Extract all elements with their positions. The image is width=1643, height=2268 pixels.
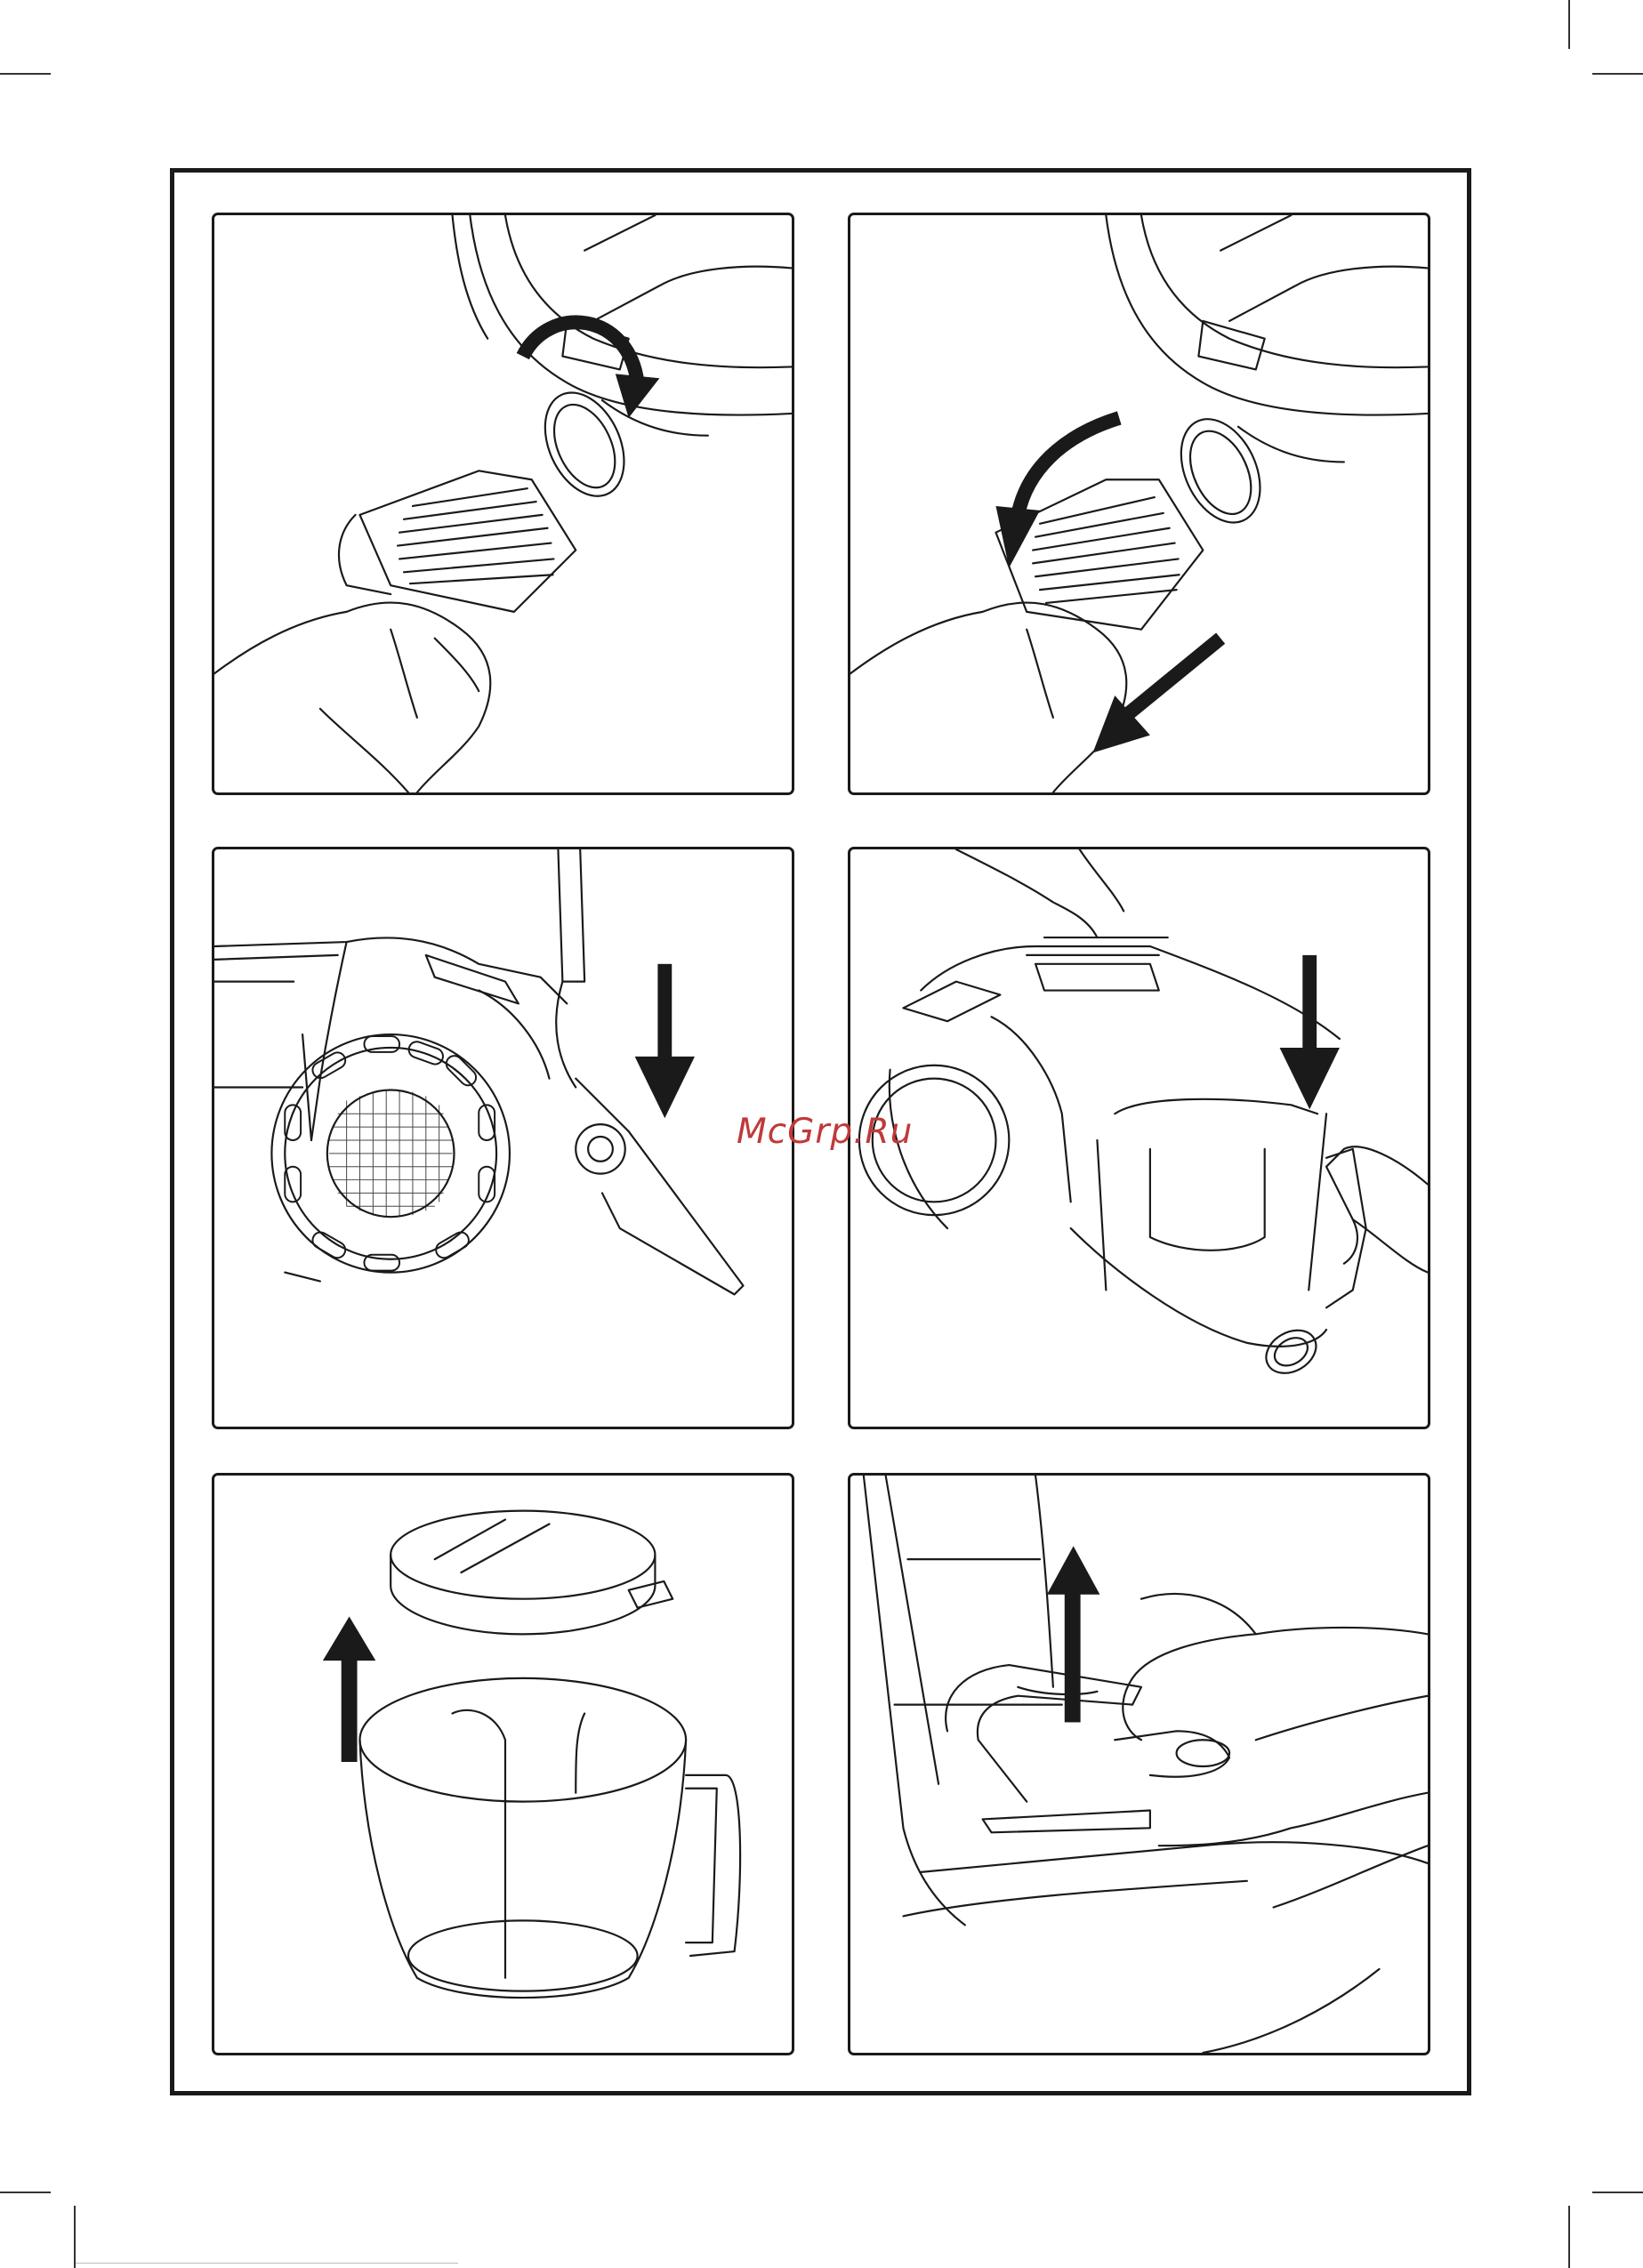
panel-step-3 bbox=[212, 847, 794, 1429]
release-dust-container-icon bbox=[850, 849, 1428, 1427]
crop-mark bbox=[1568, 2206, 1570, 2268]
panel-step-5 bbox=[212, 1473, 794, 2055]
remove-filter-up-icon bbox=[850, 1476, 1428, 2053]
crop-mark bbox=[76, 2263, 458, 2264]
hose-rotate-clockwise-icon bbox=[214, 215, 792, 792]
vacuum-tube-park-down-icon bbox=[214, 849, 792, 1427]
panel-step-6 bbox=[848, 1473, 1430, 2055]
crop-mark bbox=[0, 2192, 51, 2193]
crop-mark bbox=[74, 2206, 76, 2268]
crop-mark bbox=[1568, 0, 1570, 49]
panel-step-2 bbox=[848, 213, 1430, 795]
hose-rotate-counterclockwise-pull-icon bbox=[850, 215, 1428, 792]
crop-mark bbox=[0, 73, 51, 75]
panel-step-4 bbox=[848, 847, 1430, 1429]
watermark: McGrp.Ru bbox=[737, 1112, 913, 1152]
lift-lid-from-container-icon bbox=[214, 1476, 792, 2053]
crop-mark bbox=[1592, 2192, 1643, 2193]
panel-step-1 bbox=[212, 213, 794, 795]
crop-mark bbox=[1592, 73, 1643, 75]
